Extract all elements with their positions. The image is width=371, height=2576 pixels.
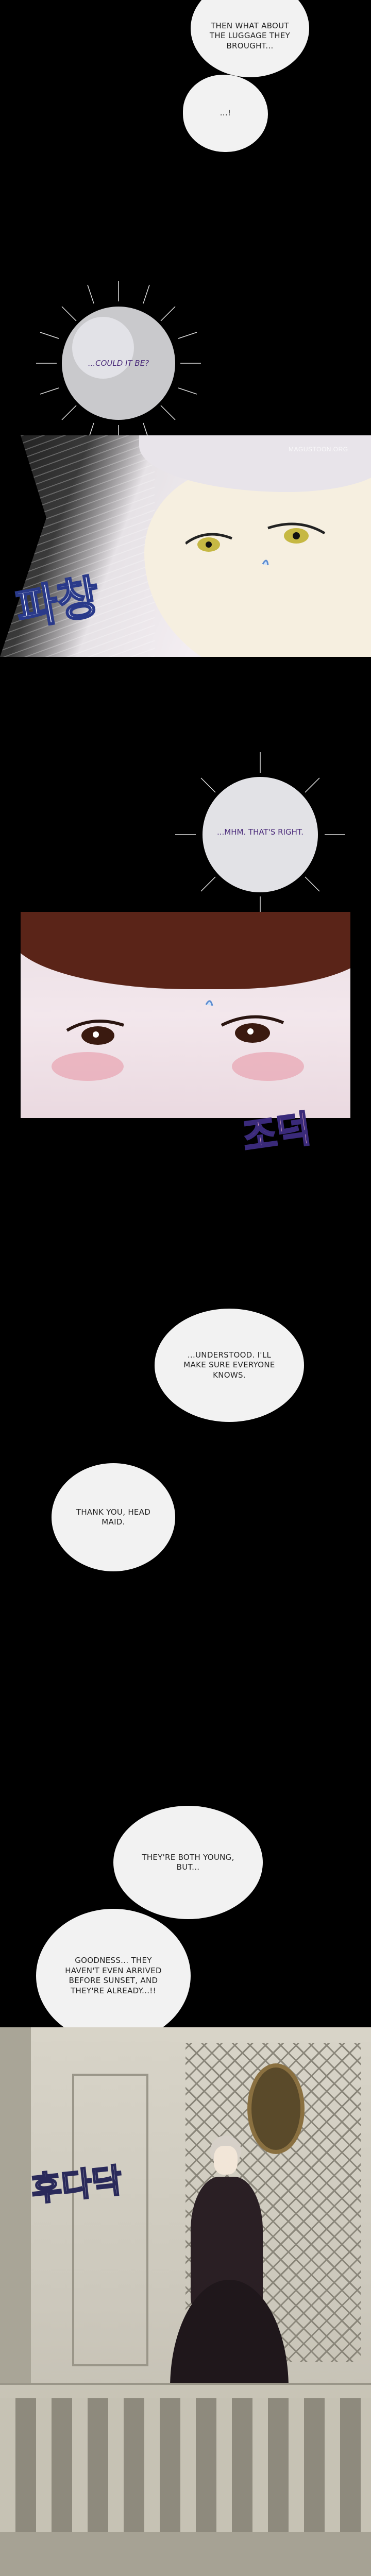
- bubble-text: ...!: [220, 108, 231, 118]
- balustrade-base: [0, 2532, 371, 2576]
- speech-bubble-goodness: GOODNESS... THEY HAVEN'T EVEN ARRIVED BE…: [36, 1909, 191, 2043]
- bubble-text: THEN WHAT ABOUT THE LUGGAGE THEY BROUGHT…: [209, 21, 291, 50]
- bubble-text: THANK YOU, HEAD MAID.: [76, 1507, 151, 1527]
- panel-blushing-girl: [21, 912, 350, 1118]
- burst-halo: [36, 281, 201, 446]
- wall-mirror: [247, 2063, 305, 2154]
- speech-bubble-thank-you: THANK YOU, HEAD MAID.: [52, 1463, 175, 1571]
- thought-burst-could-it-be: ...COULD IT BE?: [62, 343, 175, 384]
- burst-halo-2: [175, 752, 345, 917]
- panel-mansion-corridor: [0, 2027, 371, 2576]
- sfx-jodeok: 조덕: [239, 1106, 314, 1160]
- bubble-text: THEY'RE BOTH YOUNG, BUT...: [142, 1852, 234, 1872]
- speech-bubble-understood: ...UNDERSTOOD. I'LL MAKE SURE EVERYONE K…: [155, 1309, 304, 1422]
- watermark: MAGUSTOON.ORG: [289, 446, 348, 453]
- speech-bubble-exclaim: ...!: [183, 75, 268, 152]
- balustrade-rail: [0, 2383, 371, 2400]
- face: [144, 466, 371, 657]
- wall-panel-frame: [72, 2074, 148, 2366]
- bubble-text: ...UNDERSTOOD. I'LL MAKE SURE EVERYONE K…: [183, 1350, 275, 1380]
- burst-text: ...COULD IT BE?: [88, 359, 149, 368]
- speech-bubble-luggage: THEN WHAT ABOUT THE LUGGAGE THEY BROUGHT…: [191, 0, 309, 77]
- thought-burst-mhm: ...MHM. THAT'S RIGHT.: [185, 811, 335, 853]
- balustrade: [0, 2398, 371, 2532]
- speech-bubble-both-young: THEY'RE BOTH YOUNG, BUT...: [113, 1806, 263, 1919]
- sfx-hudadak: 후다닥: [29, 2161, 125, 2210]
- face-features: [52, 1000, 304, 1081]
- bubble-text: GOODNESS... THEY HAVEN'T EVEN ARRIVED BE…: [65, 1956, 162, 1995]
- burst-text: ...MHM. THAT'S RIGHT.: [216, 827, 304, 837]
- hair: [21, 912, 350, 989]
- eyes: [185, 522, 326, 566]
